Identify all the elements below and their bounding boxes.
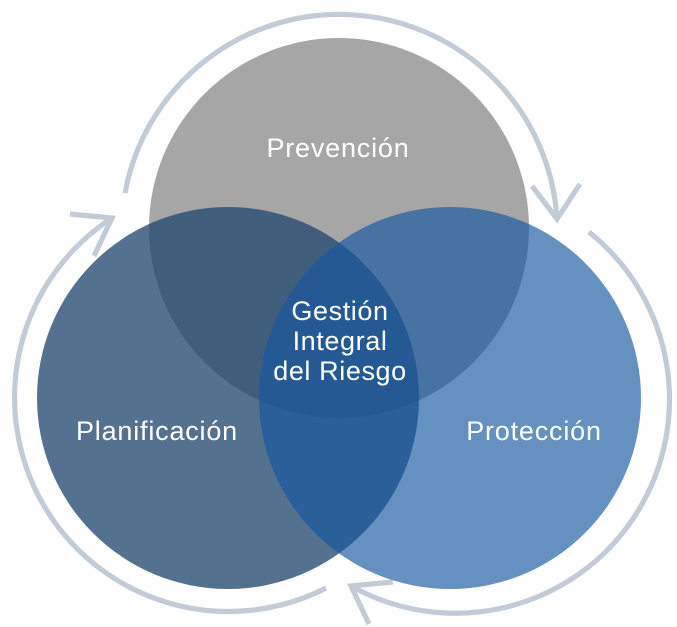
cycle-arrows (11, 11, 673, 626)
center-label-line-2: Integral (293, 326, 388, 356)
center-label-line-3: del Riesgo (273, 356, 407, 386)
label-prevencion: Prevención (266, 133, 409, 163)
cycle-arrow-left-arc (11, 215, 328, 615)
cycle-arrow-left-arrowhead-icon (69, 211, 116, 258)
circle-proteccion (259, 207, 641, 589)
label-planificacion: Planificación (76, 416, 238, 446)
center-label: Gestión Integral del Riesgo (273, 296, 407, 386)
cycle-arrow-right-arc (349, 229, 673, 616)
cycle-arrow-right-arrowhead-icon (529, 182, 583, 224)
cycle-arrow-bottom-arrowhead-icon (347, 579, 394, 626)
diagram-labels: Prevención Planificación Protección Gest… (76, 133, 602, 446)
center-label-line-1: Gestión (291, 296, 388, 326)
label-proteccion: Protección (466, 416, 602, 446)
cycle-arrow-top-arc (122, 11, 560, 220)
